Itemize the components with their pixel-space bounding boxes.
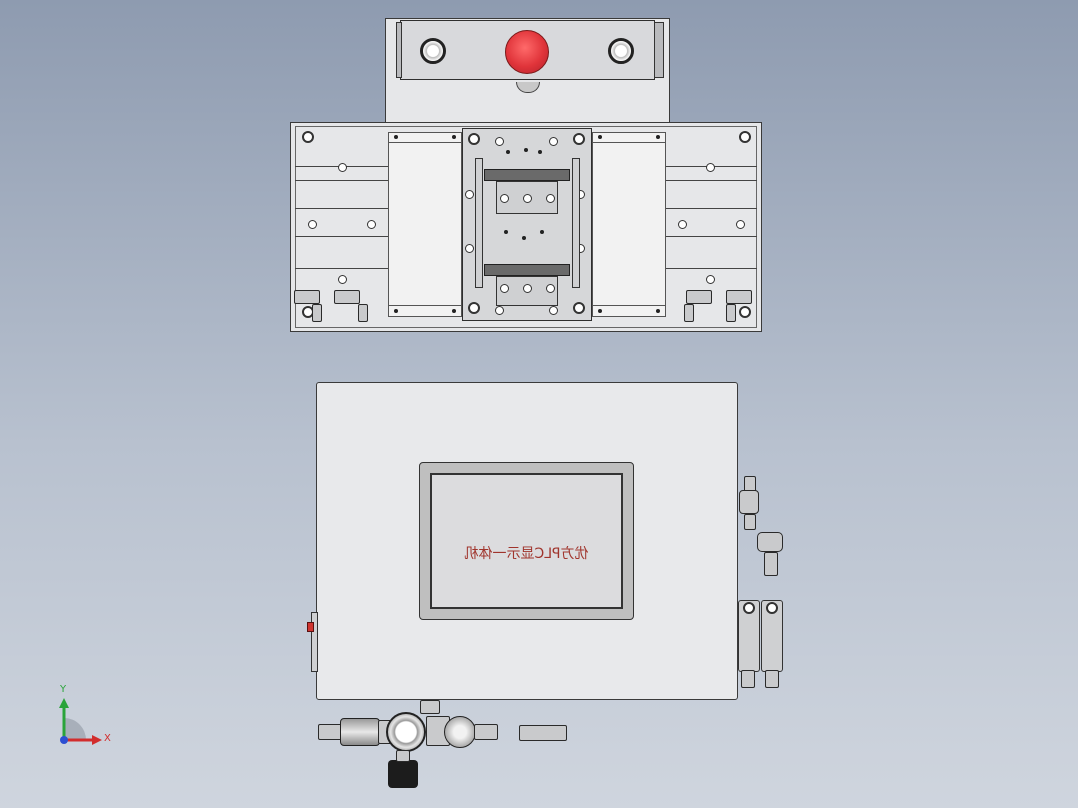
screw-hole bbox=[308, 220, 317, 229]
air-fitting bbox=[358, 304, 368, 322]
side-indicator bbox=[311, 612, 318, 672]
screw-hole bbox=[549, 137, 558, 146]
screw-hole bbox=[678, 220, 687, 229]
base-plate-inner bbox=[295, 126, 757, 328]
air-fitting bbox=[684, 304, 694, 322]
screw-dot bbox=[656, 135, 660, 139]
screw-hole bbox=[338, 275, 347, 284]
round-lamp-icon[interactable] bbox=[420, 38, 446, 64]
axis-x-label: X bbox=[104, 733, 111, 744]
panel-end-right bbox=[654, 22, 664, 78]
hmi-bezel: 优方PLC显示一体机 bbox=[419, 462, 634, 620]
hmi-brand-label: 优方PLC显示一体机 bbox=[464, 546, 589, 562]
regulator-stem bbox=[420, 700, 440, 714]
screw-dot bbox=[394, 135, 398, 139]
screw-hole bbox=[500, 194, 509, 203]
top-fixture-assembly bbox=[290, 18, 762, 333]
air-fitting bbox=[726, 304, 736, 322]
red-stop-button-icon[interactable] bbox=[505, 30, 549, 74]
screw-hole bbox=[706, 163, 715, 172]
air-fitting bbox=[765, 670, 779, 688]
outlet-fitting bbox=[474, 724, 498, 740]
rail-line bbox=[295, 180, 390, 181]
upper-clamp-bar bbox=[484, 169, 570, 181]
cover-line bbox=[388, 305, 462, 306]
screw-hole bbox=[495, 306, 504, 315]
valve-port bbox=[766, 602, 778, 614]
center-dot bbox=[522, 236, 526, 240]
screw-hole bbox=[706, 275, 715, 284]
center-dot bbox=[524, 148, 528, 152]
regulator-neck bbox=[396, 750, 410, 762]
air-fitting bbox=[312, 304, 322, 322]
screw-hole bbox=[549, 306, 558, 315]
rail-line bbox=[295, 236, 390, 237]
screw-dot bbox=[452, 309, 456, 313]
regulator-knob[interactable] bbox=[388, 760, 418, 788]
screw-hole bbox=[495, 137, 504, 146]
rail-line bbox=[664, 236, 757, 237]
air-fitting bbox=[294, 290, 320, 304]
rail-line bbox=[664, 208, 757, 209]
air-fitting bbox=[334, 290, 360, 304]
air-fitting bbox=[744, 514, 756, 530]
outlet-valve bbox=[444, 716, 476, 748]
right-cylinder-cover bbox=[592, 132, 666, 317]
screw-hole bbox=[523, 194, 532, 203]
mounting-hole bbox=[573, 302, 585, 314]
cover-line bbox=[592, 305, 666, 306]
screw-hole bbox=[500, 284, 509, 293]
screw-hole bbox=[367, 220, 376, 229]
screw-hole bbox=[546, 194, 555, 203]
hmi-screen[interactable]: 优方PLC显示一体机 bbox=[430, 473, 623, 609]
screw-hole bbox=[465, 190, 474, 199]
mounting-hole bbox=[573, 133, 585, 145]
air-fitting bbox=[764, 552, 778, 576]
inlet-fitting bbox=[318, 724, 342, 740]
mounting-hole bbox=[468, 133, 480, 145]
rail-line bbox=[295, 208, 390, 209]
mounting-hole bbox=[739, 306, 751, 318]
cover-line bbox=[592, 142, 666, 143]
center-dot bbox=[538, 150, 542, 154]
cover-line bbox=[388, 142, 462, 143]
screw-dot bbox=[394, 309, 398, 313]
mounting-hole bbox=[468, 302, 480, 314]
elbow-fitting bbox=[757, 532, 783, 552]
air-fitting bbox=[726, 290, 752, 304]
air-fitting bbox=[741, 670, 755, 688]
side-guide-right bbox=[572, 158, 580, 288]
tee-fitting bbox=[739, 490, 759, 514]
screw-hole bbox=[736, 220, 745, 229]
rail-line bbox=[664, 268, 757, 269]
center-dot bbox=[504, 230, 508, 234]
center-dot bbox=[540, 230, 544, 234]
screw-hole bbox=[338, 163, 347, 172]
air-fitting bbox=[686, 290, 712, 304]
red-indicator-lamp-icon bbox=[307, 622, 314, 632]
mounting-hole bbox=[739, 131, 751, 143]
center-dot bbox=[506, 150, 510, 154]
valve-port bbox=[743, 602, 755, 614]
screw-dot bbox=[598, 135, 602, 139]
round-lamp-icon[interactable] bbox=[608, 38, 634, 64]
left-cylinder-cover bbox=[388, 132, 462, 317]
rail-line bbox=[664, 180, 757, 181]
screw-hole bbox=[523, 284, 532, 293]
screw-hole bbox=[465, 244, 474, 253]
axis-y-label: Y bbox=[60, 684, 67, 695]
loose-connector bbox=[519, 725, 567, 741]
side-guide-left bbox=[475, 158, 483, 288]
inlet-coupler bbox=[340, 718, 380, 746]
screw-hole bbox=[546, 284, 555, 293]
screw-dot bbox=[598, 309, 602, 313]
mounting-hole bbox=[302, 131, 314, 143]
screw-dot bbox=[656, 309, 660, 313]
screw-dot bbox=[452, 135, 456, 139]
lower-clamp-bar bbox=[484, 264, 570, 276]
pressure-gauge-icon bbox=[386, 712, 426, 752]
panel-end-left bbox=[396, 22, 402, 78]
rail-line bbox=[295, 268, 390, 269]
xyz-axis-triad-icon: Y X bbox=[54, 684, 114, 752]
